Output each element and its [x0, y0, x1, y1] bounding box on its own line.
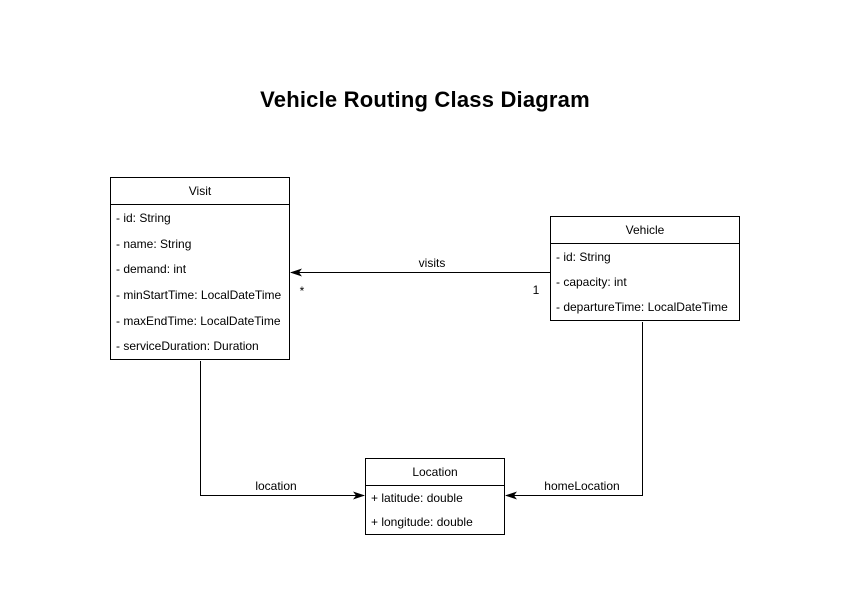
class-visit-attribute-maxendtime: - maxEndTime: LocalDateTime [116, 313, 281, 328]
class-visit-attributes: - id: String - name: String - demand: in… [111, 205, 289, 359]
edge-visits-target-multiplicity: * [299, 284, 305, 298]
class-visit-attribute-serviceduration: - serviceDuration: Duration [116, 339, 259, 354]
class-vehicle-attribute-capacity: - capacity: int [556, 274, 627, 289]
class-location: Location + latitude: double + longitude:… [365, 458, 505, 535]
class-vehicle-attribute-id: - id: String [556, 249, 611, 264]
class-location-attribute-longitude: + longitude: double [371, 515, 473, 529]
edge-visits-source-multiplicity: 1 [532, 283, 540, 297]
class-location-attribute-latitude: + latitude: double [371, 491, 463, 505]
class-visit: Visit - id: String - name: String - dema… [110, 177, 290, 360]
diagram-title: Vehicle Routing Class Diagram [260, 87, 590, 112]
edge-visits-label: visits [416, 256, 448, 270]
class-visit-attribute-demand: - demand: int [116, 262, 187, 277]
class-vehicle-name: Vehicle [551, 217, 739, 244]
edge-visit-location-line [200, 361, 365, 500]
class-visit-attribute-name: - name: String [116, 236, 192, 251]
class-visit-name: Visit [111, 178, 289, 205]
class-location-attributes: + latitude: double + longitude: double [366, 486, 504, 534]
class-vehicle-attributes: - id: String - capacity: int - departure… [551, 244, 739, 320]
edge-vehicle-homelocation-line [505, 322, 643, 500]
class-visit-attribute-id: - id: String [116, 210, 171, 225]
class-location-name: Location [366, 459, 504, 486]
edge-location-label: location [253, 479, 299, 493]
class-vehicle: Vehicle - id: String - capacity: int - d… [550, 216, 740, 321]
class-visit-attribute-minstarttime: - minStartTime: LocalDateTime [116, 287, 282, 302]
edge-homelocation-label: homeLocation [542, 479, 622, 493]
class-vehicle-attribute-departuretime: - departureTime: LocalDateTime [556, 300, 728, 315]
